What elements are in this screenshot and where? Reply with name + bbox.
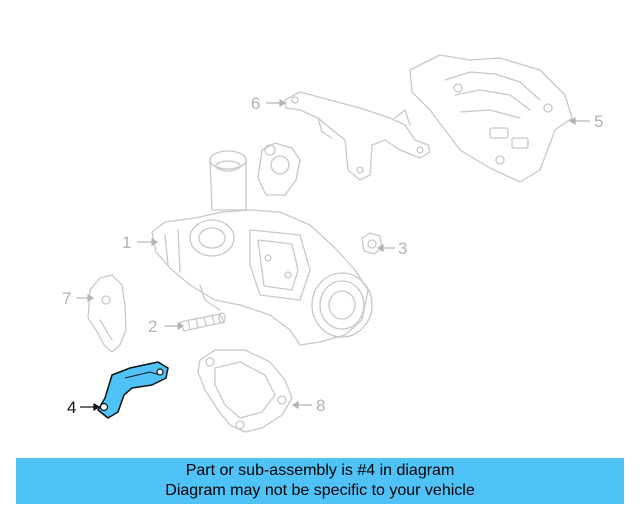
callout-2[interactable]: 2 — [148, 317, 158, 336]
part-5-heat-shield — [409, 54, 573, 183]
callout-4[interactable]: 4 — [67, 398, 77, 417]
callout-7[interactable]: 7 — [62, 289, 72, 308]
caption-line-2: Diagram may not be specific to your vehi… — [165, 482, 475, 499]
parts-diagram — [76, 54, 590, 433]
leader-line-4 — [80, 402, 101, 412]
leader-lines — [76, 98, 590, 410]
part-4-bracket-highlighted[interactable] — [97, 361, 169, 419]
part-1-turbocharger — [151, 142, 373, 346]
part-7-bracket — [87, 274, 127, 353]
callout-3[interactable]: 3 — [398, 239, 408, 258]
part-8-gasket — [197, 349, 293, 433]
callout-5[interactable]: 5 — [594, 112, 604, 131]
part-2-stud — [179, 312, 226, 332]
callout-6[interactable]: 6 — [251, 94, 261, 113]
callout-8[interactable]: 8 — [316, 396, 326, 415]
callout-1[interactable]: 1 — [122, 233, 132, 252]
caption-banner: Part or sub-assembly is #4 in diagram Di… — [16, 458, 624, 504]
part-3-nut — [361, 232, 383, 255]
part-6-bracket — [284, 91, 431, 181]
caption-line-1: Part or sub-assembly is #4 in diagram — [185, 462, 455, 479]
